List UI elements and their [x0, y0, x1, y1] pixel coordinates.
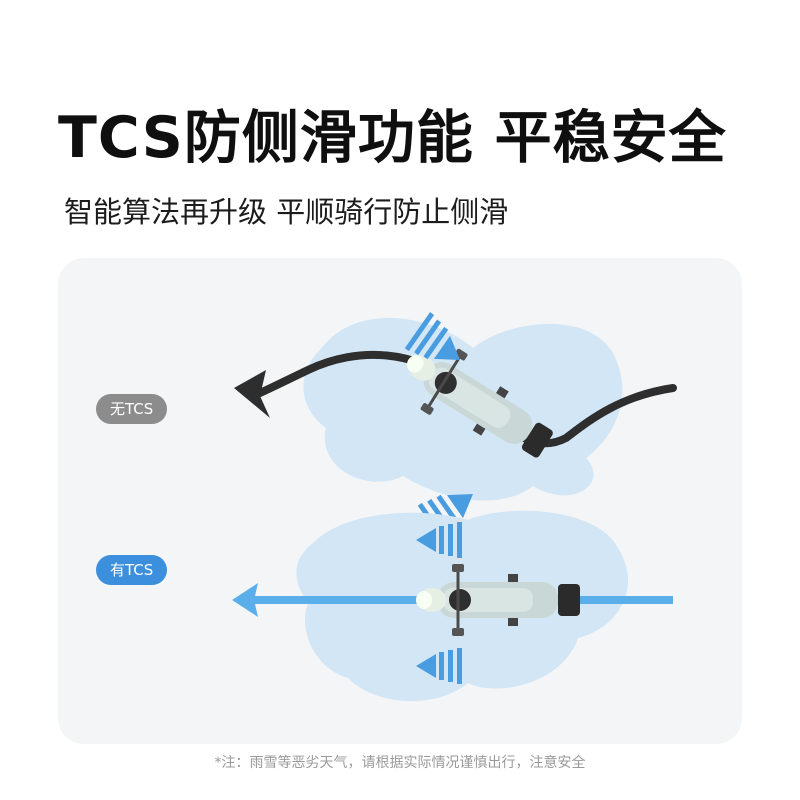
page-title: TCS防侧滑功能 平稳安全 [58, 105, 727, 171]
without-tcs-badge: 无TCS [96, 394, 168, 424]
with-tcs-badge: 有TCS [96, 555, 168, 585]
tcs-comparison-illustration [232, 312, 677, 702]
safety-note: *注：雨雪等恶劣天气，请根据实际情况谨慎出行，注意安全 [214, 755, 586, 771]
page-subtitle: 智能算法再升级 平顺骑行防止侧滑 [64, 195, 509, 229]
lateral-force-icon-upper [404, 312, 460, 360]
balanced-force-icon-upper [416, 522, 462, 558]
arrow-left-icon [232, 583, 258, 617]
balanced-force-icon-lower [416, 648, 462, 684]
tcs-comparison-panel: 无TCS 有TCS [58, 258, 742, 744]
skid-arrow-head [234, 370, 270, 418]
scooter-top-view-icon [406, 348, 553, 458]
scooter-top-view-icon [416, 564, 580, 636]
